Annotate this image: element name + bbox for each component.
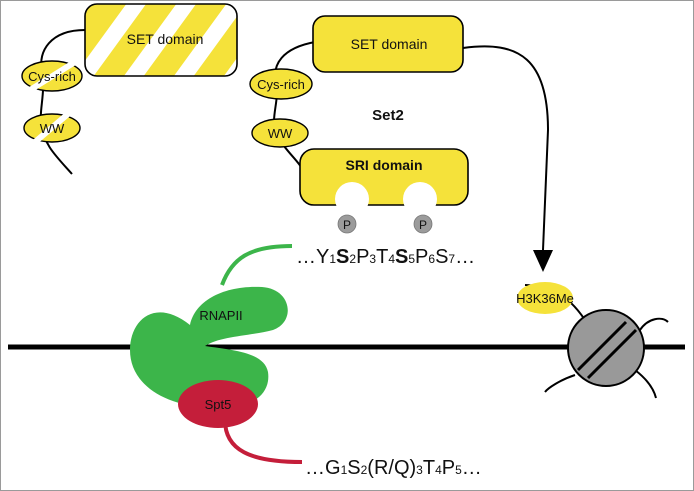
spt5-seq-trail-ellipsis: … [462, 457, 482, 479]
phospho-group-1: P [337, 214, 357, 234]
left-ww: WW [23, 111, 81, 145]
arrow-head [533, 250, 553, 272]
ctd-trail-ellipsis: … [455, 246, 475, 268]
set2-ww-label: WW [268, 126, 293, 141]
spt5-seq-residue-index: 1 [341, 463, 348, 477]
left-set-domain: SET domain [84, 3, 238, 77]
histone-tail-3 [634, 369, 657, 399]
left-set-domain-label: SET domain [127, 31, 204, 47]
ctd-residue-index: 2 [349, 252, 356, 266]
set2-protein: SET domain Cys-rich WW Set2 SRI domain P… [249, 15, 469, 234]
spt5-seq-residue: G [325, 457, 341, 479]
set2-cys-rich: Cys-rich [249, 68, 313, 100]
spt5-seq-residue: S [347, 457, 360, 479]
spt5-seq-residue: T [423, 457, 435, 479]
set2-ww: WW [251, 118, 309, 148]
histone-tail-4 [544, 374, 576, 393]
spt5-seq-residue: (R/Q) [367, 457, 416, 479]
h3k36me-label: H3K36Me [516, 291, 574, 306]
left-cys-rich-label: Cys-rich [28, 69, 76, 84]
rnapii: RNAPII [130, 286, 288, 409]
spt5-label: Spt5 [205, 397, 232, 412]
set2-title: Set2 [372, 107, 404, 124]
histone-tail-2 [639, 317, 669, 331]
ctd-residue-index: 3 [369, 252, 376, 266]
left-cys-rich: Cys-rich [21, 59, 83, 93]
rnapii-label: RNAPII [199, 308, 242, 323]
ctd-residue: Y [316, 246, 329, 268]
sri-pocket-2 [403, 182, 437, 216]
dna-wrap-1 [576, 320, 628, 372]
hatch-stripes [85, 4, 237, 76]
ctd-residue: P [415, 246, 428, 268]
sri-domain: SRI domain [299, 148, 469, 216]
ctd-residue: S [395, 246, 408, 268]
set2-set-domain-label: SET domain [351, 36, 428, 52]
ctd-residue-index: 7 [448, 252, 455, 266]
set2-backbone [273, 41, 316, 171]
ctd-residue: T [376, 246, 388, 268]
ctd-residue: S [435, 246, 448, 268]
spt5: Spt5 [178, 380, 258, 428]
sri-pocket-1 [335, 182, 369, 216]
dna-wrap-2 [586, 328, 638, 380]
h3k36me: H3K36Me [516, 282, 574, 314]
ctd-lead-ellipsis: … [296, 246, 316, 268]
spt5-seq-residue: P [442, 457, 455, 479]
spt5-seq-residue-index: 3 [416, 463, 423, 477]
left-ww-label: WW [40, 121, 65, 136]
phospho-1-label: P [343, 218, 351, 232]
spt5-tether [223, 419, 303, 464]
ctd-residue: S [336, 246, 349, 268]
ctd-residue-index: 1 [329, 252, 336, 266]
methylation-arrow [462, 45, 553, 272]
phospho-group-2: P [413, 214, 433, 234]
phospho-2-label: P [419, 218, 427, 232]
ctd-residue-index: 5 [408, 252, 415, 266]
set2-cys-rich-label: Cys-rich [257, 77, 305, 92]
spt5-sequence: …G1S2(R/Q)3T4P5… [305, 457, 482, 479]
left-protein-backbone [39, 29, 86, 175]
nucleosome [524, 284, 669, 399]
ctd-residue-index: 6 [428, 252, 435, 266]
ctd-residue-index: 4 [388, 252, 395, 266]
set2-set-domain: SET domain [312, 15, 464, 73]
sri-domain-label: SRI domain [345, 157, 422, 173]
spt5-seq-residue-index: 2 [361, 463, 368, 477]
ctd-residue: P [356, 246, 369, 268]
ctd-tether [220, 244, 293, 286]
histone-octamer [567, 309, 645, 387]
spt5-seq-residue-index: 5 [455, 463, 462, 477]
left-protein: SET domain Cys-rich WW [21, 3, 238, 175]
ctd-sequence: …Y1S2P3T4S5P6S7… [296, 246, 475, 268]
spt5-seq-lead-ellipsis: … [305, 457, 325, 479]
spt5-seq-residue-index: 4 [435, 463, 442, 477]
